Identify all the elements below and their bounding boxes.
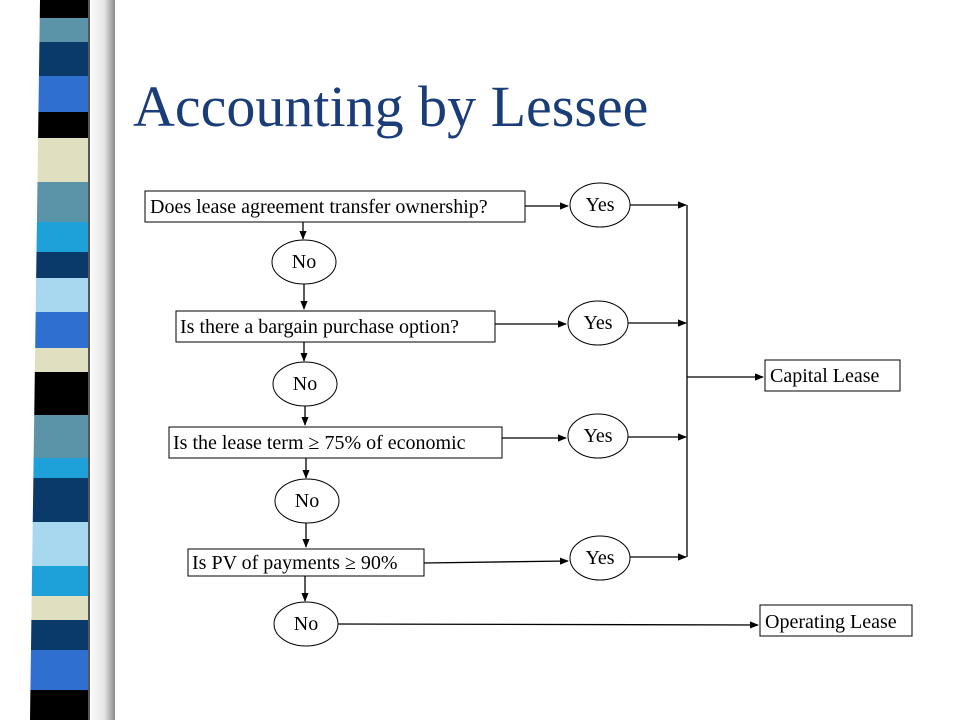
stripe-block: [38, 42, 88, 76]
no-node-4: No: [273, 601, 339, 647]
outcome-capital-lease: Capital Lease: [764, 359, 901, 392]
stripe-block: [37, 138, 88, 182]
question-box-ownership: Does lease agreement transfer ownership?: [144, 190, 526, 223]
stripe-block: [39, 0, 88, 18]
decorative-side-stripe: [30, 0, 115, 720]
question-box-bargain: Is there a bargain purchase option?: [175, 310, 496, 343]
yes-node-1: Yes: [569, 182, 631, 228]
question-ownership-text: Does lease agreement transfer ownership?: [150, 196, 488, 218]
arrow-q4-yes: [423, 557, 569, 565]
stripe-block: [36, 182, 88, 222]
stripe-block: [36, 252, 88, 278]
no-node-1: No: [271, 239, 337, 285]
question-pv-text: Is PV of payments ≥ 90%: [192, 552, 398, 574]
stripe-block: [35, 312, 88, 348]
no-node-3-label: No: [295, 490, 319, 512]
stripe-block: [30, 620, 88, 650]
question-box-pv: Is PV of payments ≥ 90%: [187, 548, 425, 577]
stripe-block: [31, 566, 88, 596]
question-bargain-text: Is there a bargain purchase option?: [180, 316, 459, 338]
stripe-block: [38, 112, 88, 138]
no-node-2: No: [272, 361, 338, 407]
capital-lease-label: Capital Lease: [770, 365, 880, 387]
page-title: Accounting by Lessee: [133, 74, 649, 139]
outcome-operating-lease: Operating Lease: [759, 604, 913, 637]
question-box-lease-term: Is the lease term ≥ 75% of economic: [168, 426, 503, 459]
yes-node-4-label: Yes: [585, 547, 614, 569]
question-lease-term-text: Is the lease term ≥ 75% of economic: [173, 432, 466, 454]
no-node-3: No: [274, 478, 340, 524]
stripe-block: [30, 650, 89, 690]
yes-node-3-label: Yes: [583, 425, 612, 447]
stripe-block: [38, 76, 88, 112]
flow-connectors: [299, 201, 764, 629]
arrow-no4-operating: [337, 621, 759, 629]
no-node-2-label: No: [293, 373, 317, 395]
stripe-block: [34, 348, 88, 372]
no-node-4-label: No: [294, 613, 318, 635]
stripe-block: [34, 372, 88, 415]
yes-node-2: Yes: [567, 300, 629, 346]
no-node-1-label: No: [292, 251, 316, 273]
stripe-block: [33, 458, 88, 478]
stripe-block: [30, 690, 88, 720]
stripe-block: [39, 18, 88, 42]
yes-node-2-label: Yes: [583, 312, 612, 334]
yes-node-4: Yes: [569, 535, 631, 581]
stripe-block: [35, 278, 88, 312]
stripe-block: [33, 415, 88, 458]
stripe-block: [31, 596, 88, 620]
operating-lease-label: Operating Lease: [765, 611, 897, 633]
yes-node-3: Yes: [567, 413, 629, 459]
stripe-block: [36, 222, 88, 252]
yes-node-1-label: Yes: [585, 194, 614, 216]
stripe-block: [32, 522, 88, 566]
stripe-block: [32, 478, 88, 522]
